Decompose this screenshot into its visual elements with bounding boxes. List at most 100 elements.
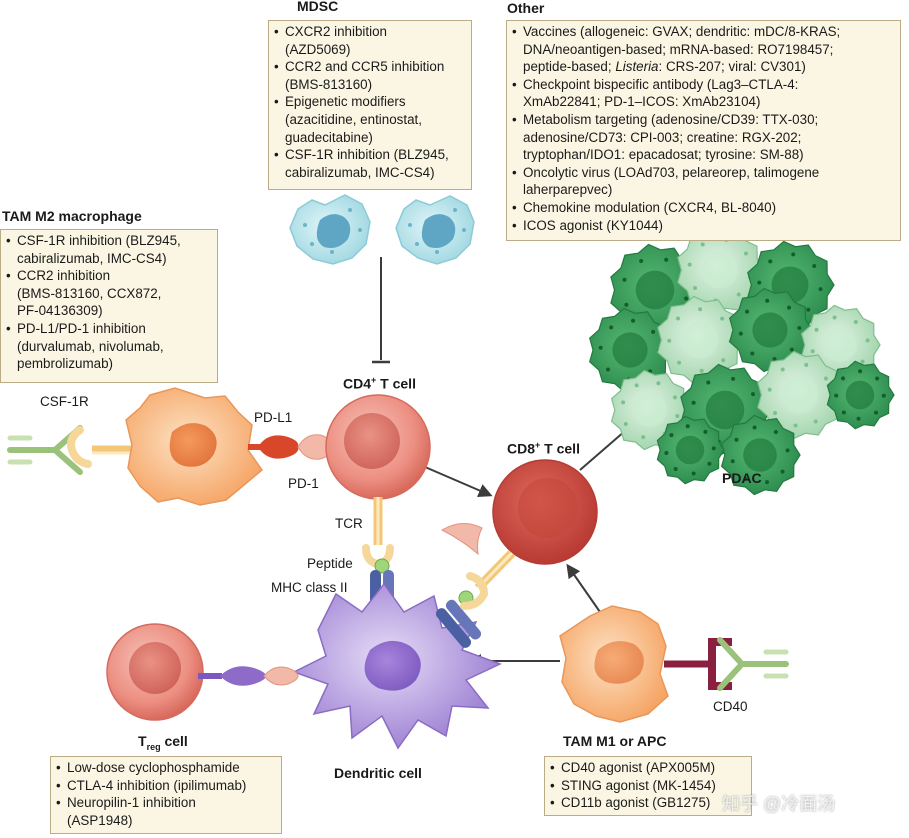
list-item-line: guadecitabine) [285,129,373,145]
list-item-line: Checkpoint bispecific antibody (Lag3–CTL… [523,76,799,92]
mhc-label: MHC class II [271,580,348,595]
tumor-granule [598,345,603,350]
list-item-line: (BMS-813160, CCX872, [17,285,162,301]
tumor-granule [736,292,741,297]
tumor-granule [765,480,770,485]
tumor-granule [667,338,672,343]
tumor-granule [841,376,846,381]
tumor-nucleus [752,312,788,348]
tumor-granule [881,393,886,398]
list-item-line: CSF-1R inhibition (BLZ945, [17,233,181,248]
tumor-granule [609,325,614,330]
cd8-heading: CD8+ T cell [507,440,580,457]
list-item: Chemokine modulation (CXCR4, BL-8040) [512,199,896,217]
tumor-granule [785,448,790,453]
tumor-granule [706,380,711,385]
list-item-line: Epigenetic modifiers [285,94,406,110]
tumor-granule [750,351,755,356]
list-item-line: CD40 agonist (APX005M) [561,760,716,775]
tumor-granule [804,362,809,367]
tumor-nucleus [823,328,857,362]
tumor-nucleus [675,435,705,465]
pd1-label: PD-1 [288,476,319,491]
pdac-tumor-cluster [589,225,895,496]
list-item-line: Chemokine modulation (CXCR4, BL-8040) [523,199,777,215]
pdac-heading: PDAC [722,470,762,486]
list-item: CCR2 inhibition(BMS-813160, CCX872,PF-04… [6,267,213,320]
tumor-granule [752,425,757,430]
tumor-nucleus [705,390,745,430]
list-item-line: CSF-1R inhibition (BLZ945, [285,147,449,163]
list-item-line: Metabolism targeting (adenosine/CD39: TT… [523,111,819,127]
tumor-granule [767,387,772,392]
list-item-line: pembrolizumab) [17,356,114,372]
tumor-granule [700,242,705,247]
list-item: Low-dose cyclophosphamide [56,759,277,777]
peptide-label: Peptide [307,556,353,571]
tumor-granule [797,326,802,331]
mdsc-cells [289,194,475,265]
tumor-granule [813,419,818,424]
tam-m2-heading: TAM M2 macrophage [2,208,142,224]
dendritic-heading: Dendritic cell [334,765,422,781]
list-item-line: (ASP1948) [67,812,133,828]
tumor-nucleus [635,270,675,310]
list-item: ICOS agonist (KY1044) [512,217,896,235]
tumor-granule [810,349,815,354]
list-item-line: (azacitidine, entinostat, [285,111,422,127]
list-item-line: PD-L1/PD-1 inhibition [17,320,146,336]
list-item-line: CXCR2 inhibition [285,24,387,39]
list-item: CXCR2 inhibition(AZD5069) [274,23,467,58]
tumor-granule [812,263,817,268]
tumor-granule [860,359,865,364]
list-item-line: Oncolytic virus (LOAd703, pelareorep, ta… [523,164,820,180]
list-item-line: (BMS-813160) [285,76,373,92]
list-item-line: tryptophan/IDO1: epacadosat; tyrosine: S… [523,147,804,163]
tumor-granule [856,416,861,421]
tumor-granule [780,469,785,474]
tumor-granule [664,450,669,455]
tumor-granule [773,411,778,416]
tumor-nucleus [743,438,777,472]
tumor-granule [841,410,846,415]
tumor-granule [677,360,682,365]
csf1r-label: CSF-1R [40,394,89,409]
treg-heading: Treg cell [138,733,188,752]
tumor-granule [814,327,819,332]
tumor-granule [853,319,858,324]
dendritic-cell [292,572,502,750]
tam-m2-box: CSF-1R inhibition (BLZ945,cabiralizumab,… [0,229,218,383]
list-item-line: peptide-based; Listeria: CRS-207; viral:… [523,58,896,76]
list-item-fragment: : CRS-207; viral: CV301) [658,59,806,75]
list-item-fragment: peptide-based; [523,59,616,75]
cd40-label: CD40 [713,699,748,714]
tumor-granule [787,305,792,310]
tumor-granule [789,347,794,352]
tumor-granule [675,414,680,419]
tumor-granule [605,367,610,372]
tumor-nucleus [701,251,739,289]
tumor-granule [623,422,628,427]
list-item-line: CD11b agonist (GB1275) [561,795,711,811]
tumor-granule [703,429,708,434]
list-item: CSF-1R inhibition (BLZ945,cabiralizumab,… [274,146,467,181]
tumor-granule [730,459,735,464]
tumor-granule [823,376,828,381]
list-item: Epigenetic modifiers(azacitidine, entino… [274,93,467,146]
tumor-granule [639,258,644,263]
tumor-granule [693,286,698,291]
tumor-granule [858,369,863,374]
treg-cell [106,623,299,721]
tumor-granule [743,251,748,256]
tumor-granule [773,429,778,434]
tumor-granule [731,376,736,381]
tumor-granule [875,376,880,381]
list-item: CD40 agonist (APX005M) [550,759,747,777]
treg-box: Low-dose cyclophosphamideCTLA-4 inhibiti… [50,756,282,834]
tam-m1-box: CD40 agonist (APX005M)STING agonist (MK-… [544,756,752,816]
tumor-granule [743,476,748,481]
tumor-granule [621,400,626,405]
tumor-granule [634,383,639,388]
list-item-line: cabiralizumab, IMC-CS4) [285,164,435,180]
